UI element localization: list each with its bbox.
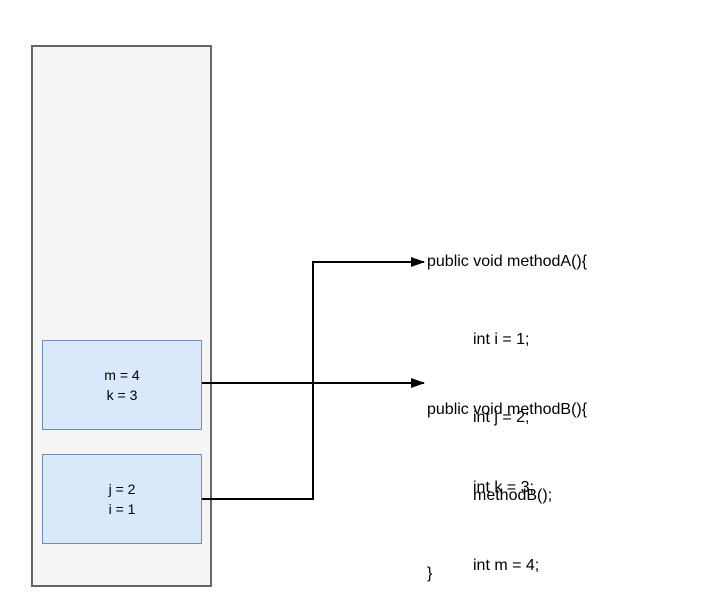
code-line: } xyxy=(427,565,433,582)
frame-var-line: m = 4 xyxy=(104,367,140,383)
code-line: public void methodB(){ xyxy=(427,401,588,418)
code-line: int m = 4; xyxy=(473,557,540,574)
frame-var-line: j = 2 xyxy=(108,481,136,497)
code-block-methodA: public void methodA(){ int i = 1; int j … xyxy=(427,197,587,611)
frame-var-line: i = 1 xyxy=(108,501,136,517)
frame-var-line: k = 3 xyxy=(106,387,138,403)
code-line: int i = 1; xyxy=(473,331,530,348)
arrow-methodA-frame-to-code xyxy=(202,257,425,500)
stack-frame-methodA: j = 2 i = 1 xyxy=(42,454,202,544)
code-line: methodB(); xyxy=(473,487,553,504)
code-block-methodB: public void methodB(){ int k = 3; int m … xyxy=(427,345,587,611)
code-line: int j = 2; xyxy=(473,409,530,426)
code-line: public void methodA(){ xyxy=(427,253,588,270)
stack-frame-methodB: m = 4 k = 3 xyxy=(42,340,202,430)
code-line: int k = 3; xyxy=(473,479,534,496)
